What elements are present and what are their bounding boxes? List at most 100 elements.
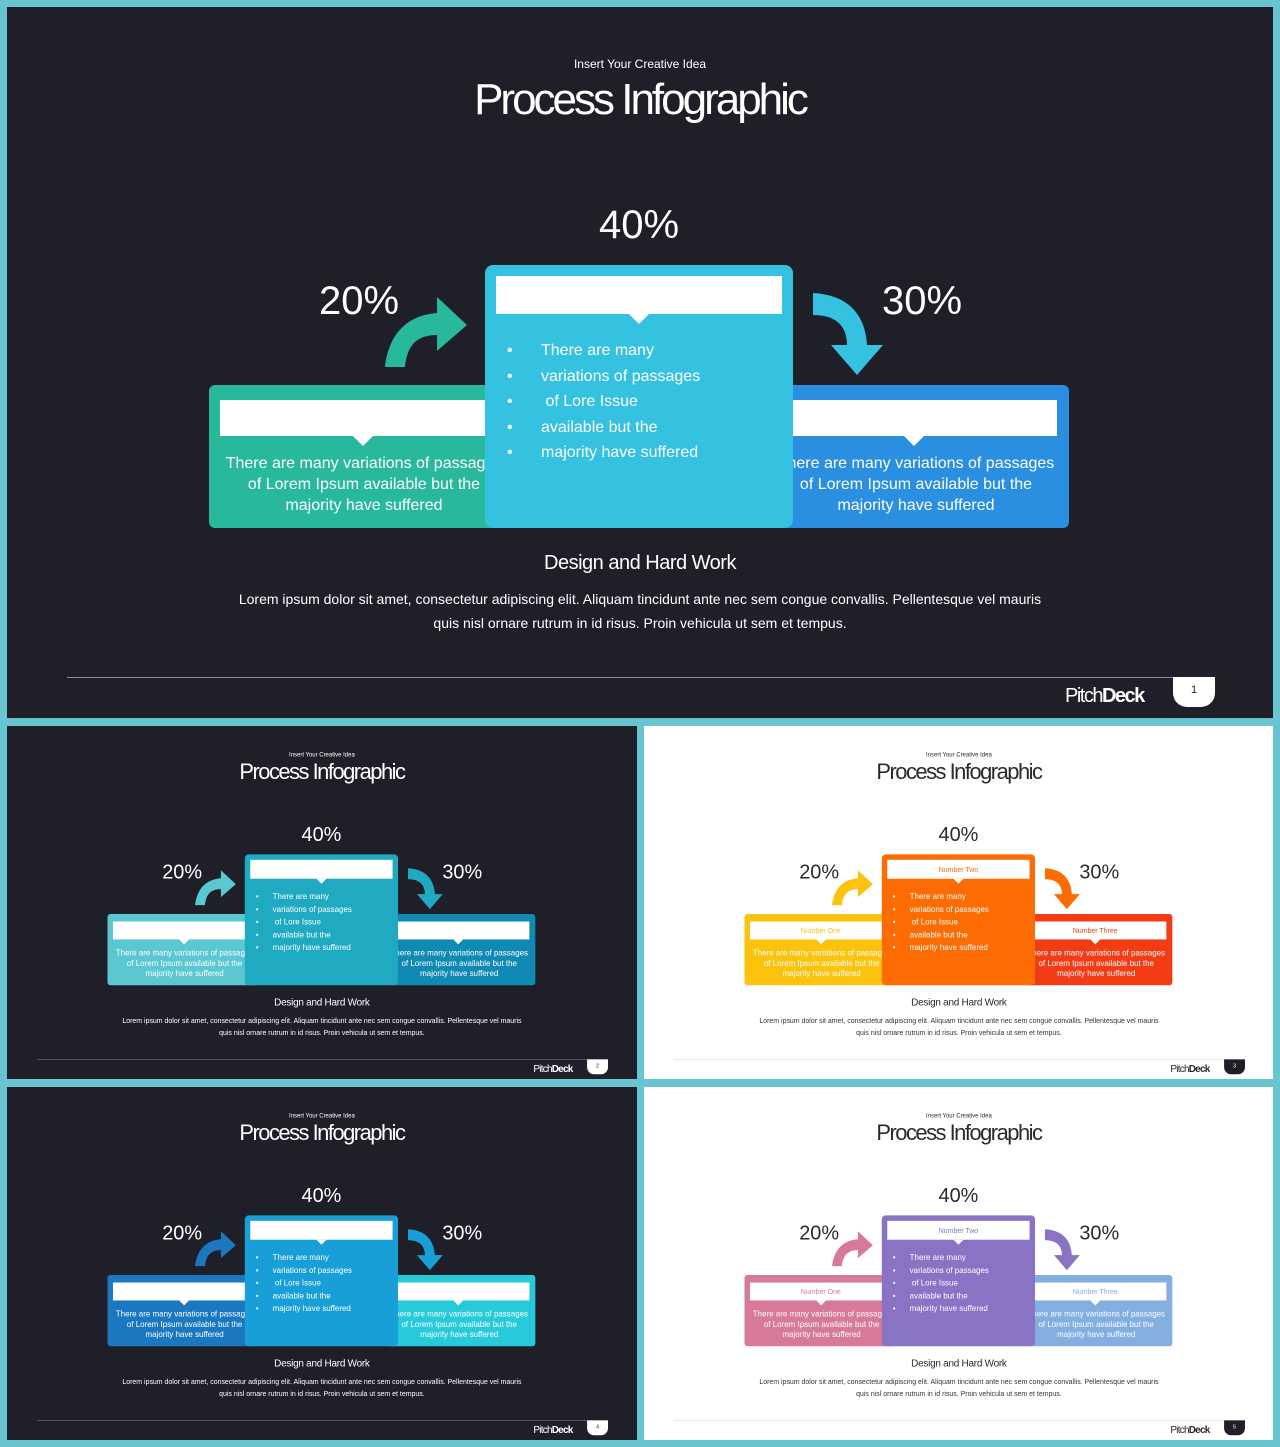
step-header-label: Number Two bbox=[938, 1226, 979, 1235]
step-header-label: Number Two bbox=[938, 865, 979, 874]
step-header-center bbox=[496, 276, 782, 324]
slide-thumbnail-2[interactable]: Insert Your Creative Idea Process Infogr… bbox=[7, 726, 637, 1079]
bullet-item: available but the bbox=[256, 1290, 352, 1303]
caption-title: Design and Hard Work bbox=[544, 552, 736, 574]
step-header-left bbox=[112, 1282, 255, 1306]
percent-left: 20% bbox=[799, 1222, 840, 1245]
curved-arrow-right-icon bbox=[832, 1231, 873, 1267]
step-box-center: There are many variations of passages of… bbox=[485, 265, 793, 528]
caption-title: Design and Hard Work bbox=[274, 997, 370, 1009]
curved-arrow-down-icon bbox=[407, 1229, 443, 1271]
percent-right: 30% bbox=[1079, 861, 1120, 884]
step-box-left: Number One There are many variations of … bbox=[744, 914, 894, 986]
step-box-center: There are many variations of passages of… bbox=[244, 854, 399, 986]
bullet-item: of Lore Issue bbox=[893, 1277, 989, 1290]
step-box-right: Number Three There are many variations o… bbox=[1024, 914, 1173, 986]
percent-center: 40% bbox=[301, 1184, 342, 1207]
step-box-right: There are many variations of passages of… bbox=[771, 385, 1069, 528]
bullet-item: majority have suffered bbox=[507, 440, 700, 466]
bullet-item: variations of passages bbox=[893, 903, 989, 916]
curved-arrow-down-icon bbox=[407, 868, 443, 910]
curved-arrow-down-icon bbox=[813, 293, 883, 375]
step-header-label: Number Three bbox=[1072, 926, 1118, 935]
brand-logo: PitchDeck bbox=[1170, 1063, 1210, 1074]
step-header-center bbox=[250, 859, 393, 884]
slide-subtitle: Insert Your Creative Idea bbox=[573, 57, 707, 71]
curved-arrow-down-icon bbox=[1044, 1229, 1080, 1271]
bullet-item: There are many bbox=[893, 891, 989, 904]
brand-bold: Deck bbox=[551, 1424, 574, 1436]
caption-title: Design and Hard Work bbox=[274, 1358, 370, 1370]
bullet-item: of Lore Issue bbox=[893, 916, 989, 929]
slide-thumbnail-3[interactable]: Insert Your Creative Idea Process Infogr… bbox=[644, 726, 1273, 1079]
step-text-right: There are many variations of passages of… bbox=[390, 948, 529, 979]
step-header-right bbox=[387, 1282, 530, 1306]
brand-thin: Pitch bbox=[1065, 685, 1103, 707]
slide-subtitle: Insert Your Creative Idea bbox=[926, 1111, 992, 1119]
step-header-left: Number One bbox=[749, 1282, 892, 1306]
bullet-item: majority have suffered bbox=[893, 1302, 989, 1315]
step-header-label: Number One bbox=[800, 926, 841, 935]
brand-logo: PitchDeck bbox=[1065, 685, 1145, 708]
step-box-right: Number Three There are many variations o… bbox=[1024, 1275, 1173, 1347]
brand-bold: Deck bbox=[1101, 685, 1145, 707]
slide-title: Process Infographic bbox=[876, 759, 1043, 785]
step-header-label: Number One bbox=[800, 1287, 841, 1296]
bullet-item: of Lore Issue bbox=[507, 389, 700, 415]
step-text-right: There are many variations of passages of… bbox=[1027, 1309, 1166, 1340]
percent-left: 20% bbox=[162, 1222, 203, 1245]
slide-title: Process Infographic bbox=[239, 759, 406, 785]
caption-body: Lorem ipsum dolor sit amet, consectetur … bbox=[122, 1377, 522, 1398]
bullet-item: available but the bbox=[256, 929, 352, 942]
bullet-item: majority have suffered bbox=[893, 941, 989, 954]
page-number: 4 bbox=[587, 1420, 608, 1436]
slide-subtitle: Insert Your Creative Idea bbox=[926, 750, 992, 758]
step-box-center: Number Two There are many variations of … bbox=[881, 1215, 1036, 1347]
bullet-item: variations of passages bbox=[256, 1264, 352, 1277]
bullet-list: There are many variations of passages of… bbox=[893, 891, 989, 954]
brand-thin: Pitch bbox=[1170, 1424, 1189, 1436]
page-number: 5 bbox=[1224, 1420, 1245, 1436]
percent-center: 40% bbox=[599, 203, 680, 247]
brand-bold: Deck bbox=[1188, 1424, 1211, 1436]
caption-title: Design and Hard Work bbox=[911, 1358, 1007, 1370]
step-box-left: There are many variations of passages of… bbox=[107, 1275, 257, 1347]
step-box-right: There are many variations of passages of… bbox=[387, 914, 536, 986]
step-box-right: There are many variations of passages of… bbox=[387, 1275, 536, 1347]
step-header-right: Number Three bbox=[1024, 921, 1167, 945]
slide-thumbnail-5[interactable]: Insert Your Creative Idea Process Infogr… bbox=[644, 1087, 1273, 1440]
step-header-center bbox=[250, 1220, 393, 1245]
slide-main[interactable]: Insert Your Creative Idea Process Infogr… bbox=[7, 7, 1273, 718]
caption-body: Lorem ipsum dolor sit amet, consectetur … bbox=[122, 1016, 522, 1037]
curved-arrow-right-icon bbox=[195, 1231, 236, 1267]
step-box-left: Number One There are many variations of … bbox=[744, 1275, 894, 1347]
slide-title: Process Infographic bbox=[876, 1120, 1043, 1146]
page-number: 2 bbox=[587, 1059, 608, 1075]
slide-thumbnail-4[interactable]: Insert Your Creative Idea Process Infogr… bbox=[7, 1087, 637, 1440]
step-header-right bbox=[387, 921, 530, 945]
step-text-left: There are many variations of passages of… bbox=[752, 1309, 891, 1340]
bullet-item: of Lore Issue bbox=[256, 1277, 352, 1290]
caption-body: Lorem ipsum dolor sit amet, consectetur … bbox=[238, 591, 1042, 631]
bullet-item: majority have suffered bbox=[256, 941, 352, 954]
step-text-right: There are many variations of passages of… bbox=[1027, 948, 1166, 979]
curved-arrow-right-icon bbox=[195, 870, 236, 906]
bullet-list: There are many variations of passages of… bbox=[256, 1252, 352, 1315]
bullet-item: available but the bbox=[893, 929, 989, 942]
footer-divider bbox=[67, 677, 1215, 678]
percent-center: 40% bbox=[301, 823, 342, 846]
percent-center: 40% bbox=[938, 823, 979, 846]
step-header-label: Number Three bbox=[1072, 1287, 1118, 1296]
bullet-item: available but the bbox=[507, 415, 700, 441]
percent-right: 30% bbox=[442, 1222, 483, 1245]
step-text-left: There are many variations of passages of… bbox=[225, 455, 503, 514]
bullet-item: of Lore Issue bbox=[256, 916, 352, 929]
bullet-item: There are many bbox=[893, 1252, 989, 1265]
step-text-left: There are many variations of passages of… bbox=[115, 948, 254, 979]
curved-arrow-right-icon bbox=[832, 870, 873, 906]
slide-subtitle: Insert Your Creative Idea bbox=[289, 750, 355, 758]
percent-right: 30% bbox=[1079, 1222, 1120, 1245]
percent-right: 30% bbox=[882, 279, 963, 323]
bullet-item: There are many bbox=[507, 338, 700, 364]
slide-title: Process Infographic bbox=[239, 1120, 406, 1146]
